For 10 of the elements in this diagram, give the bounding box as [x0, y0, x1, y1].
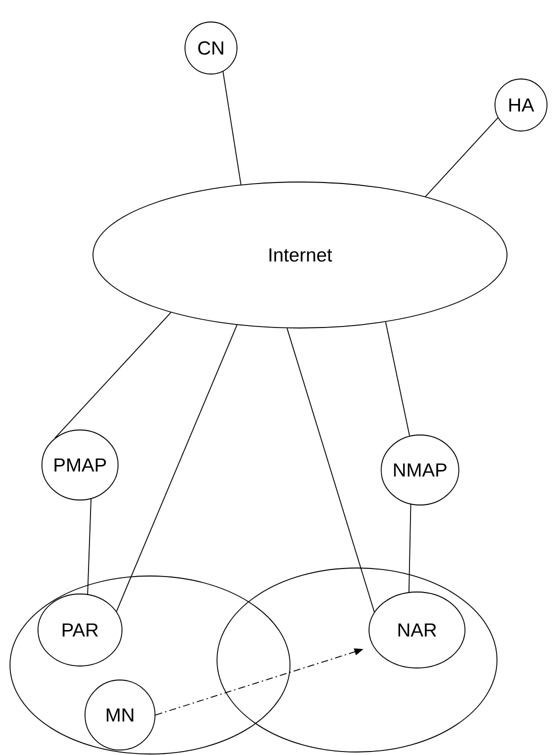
connector-line	[87, 498, 92, 595]
region-ellipse	[10, 576, 290, 754]
connector-line	[54, 312, 172, 439]
connector-line	[286, 328, 375, 612]
region-ellipse	[216, 568, 498, 752]
connector-line	[385, 321, 410, 436]
connector-line	[408, 504, 412, 593]
connector-line	[222, 71, 242, 186]
connector-line	[425, 117, 498, 197]
connector-line	[116, 324, 238, 612]
